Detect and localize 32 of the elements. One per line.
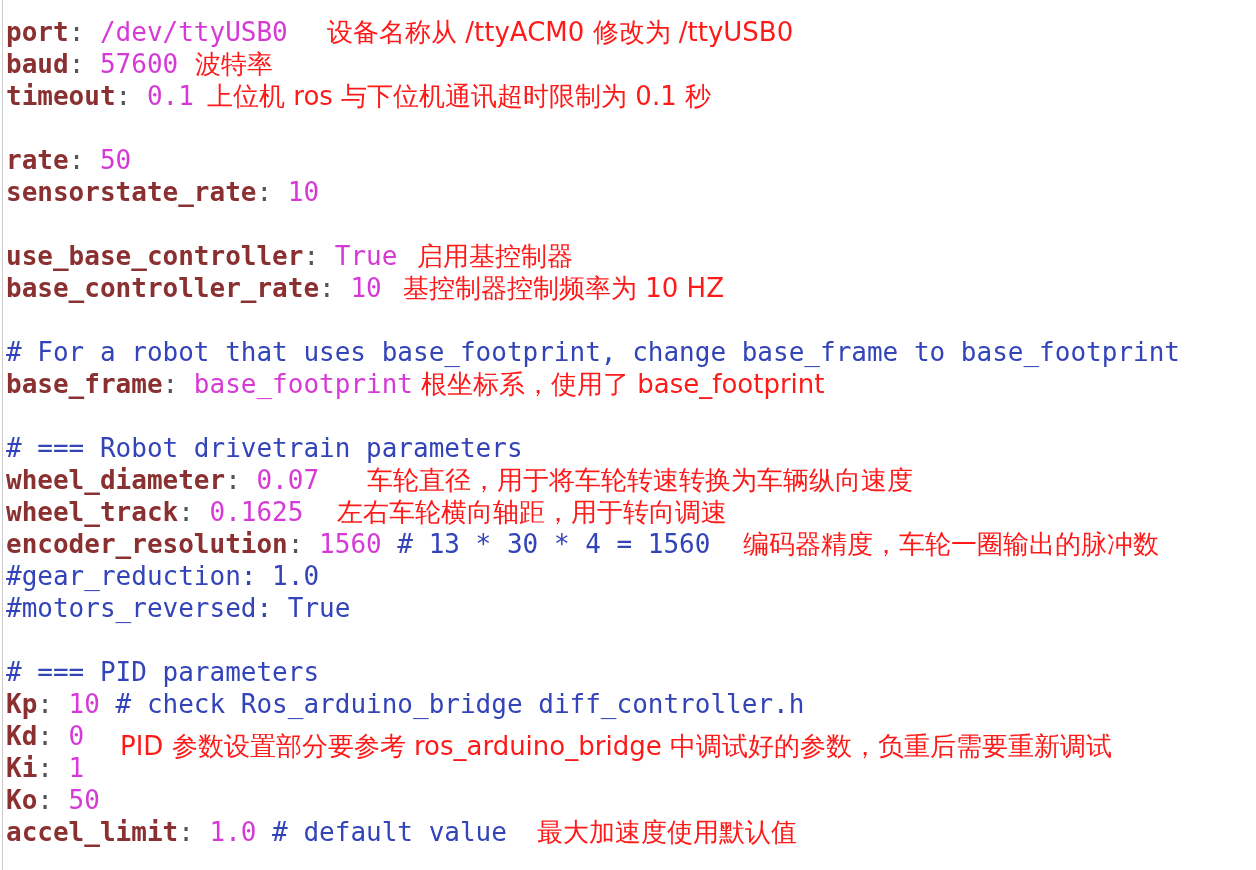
code-line: Ki: 1	[6, 752, 85, 784]
code-line: Kd: 0	[6, 720, 85, 752]
code-line: sensorstate_rate: 10	[6, 176, 320, 208]
code-line: base_controller_rate: 10	[6, 272, 382, 304]
code-line: wheel_diameter: 0.07	[6, 464, 320, 496]
code-line: Kp: 10 # check Ros_arduino_bridge diff_controller.h	[6, 688, 805, 720]
code-line: encoder_resolution: 1560 # 13 * 30 * 4 = 1560	[6, 528, 711, 560]
annotation-note: PID 参数设置部分要参考 ros_arduino_bridge 中调试好的参数，负重后需要重新调试	[120, 729, 1112, 762]
code-line: base_frame: base_footprint	[6, 368, 413, 400]
code-line: baud: 57600	[6, 48, 179, 80]
code-line: port: /dev/ttyUSB0	[6, 16, 288, 48]
annotation-note: 最大加速度使用默认值	[537, 816, 797, 848]
code-line: accel_limit: 1.0 # default value	[6, 816, 507, 848]
annotation-note: 上位机 ros 与下位机通讯超时限制为 0.1 秒	[207, 80, 711, 112]
code-line: rate: 50	[6, 144, 132, 176]
annotation-note: 左右车轮横向轴距，用于转向调速	[337, 496, 727, 528]
code-line: # === Robot drivetrain parameters	[6, 432, 523, 464]
annotation-note: 启用基控制器	[417, 240, 573, 272]
code-line: wheel_track: 0.1625	[6, 496, 304, 528]
annotation-note: 车轮直径，用于将车轮转速转换为车辆纵向速度	[367, 464, 913, 496]
code-line: #motors_reversed: True	[6, 592, 351, 624]
code-line: use_base_controller: True	[6, 240, 398, 272]
annotation-note: 编码器精度，车轮一圈输出的脉冲数	[743, 528, 1159, 560]
code-line: #gear_reduction: 1.0	[6, 560, 320, 592]
annotation-note: 根坐标系，使用了 base_footprint	[421, 368, 825, 400]
annotation-note: 设备名称从 /ttyACM0 修改为 /ttyUSB0	[327, 16, 794, 48]
code-line: Ko: 50	[6, 784, 100, 816]
code-line: timeout: 0.1	[6, 80, 194, 112]
code-line: # For a robot that uses base_footprint, change base_frame to base_footprint	[6, 336, 1180, 368]
annotation-note: 基控制器控制频率为 10 HZ	[403, 272, 724, 304]
annotation-note: 波特率	[195, 48, 273, 80]
code-line: # === PID parameters	[6, 656, 320, 688]
